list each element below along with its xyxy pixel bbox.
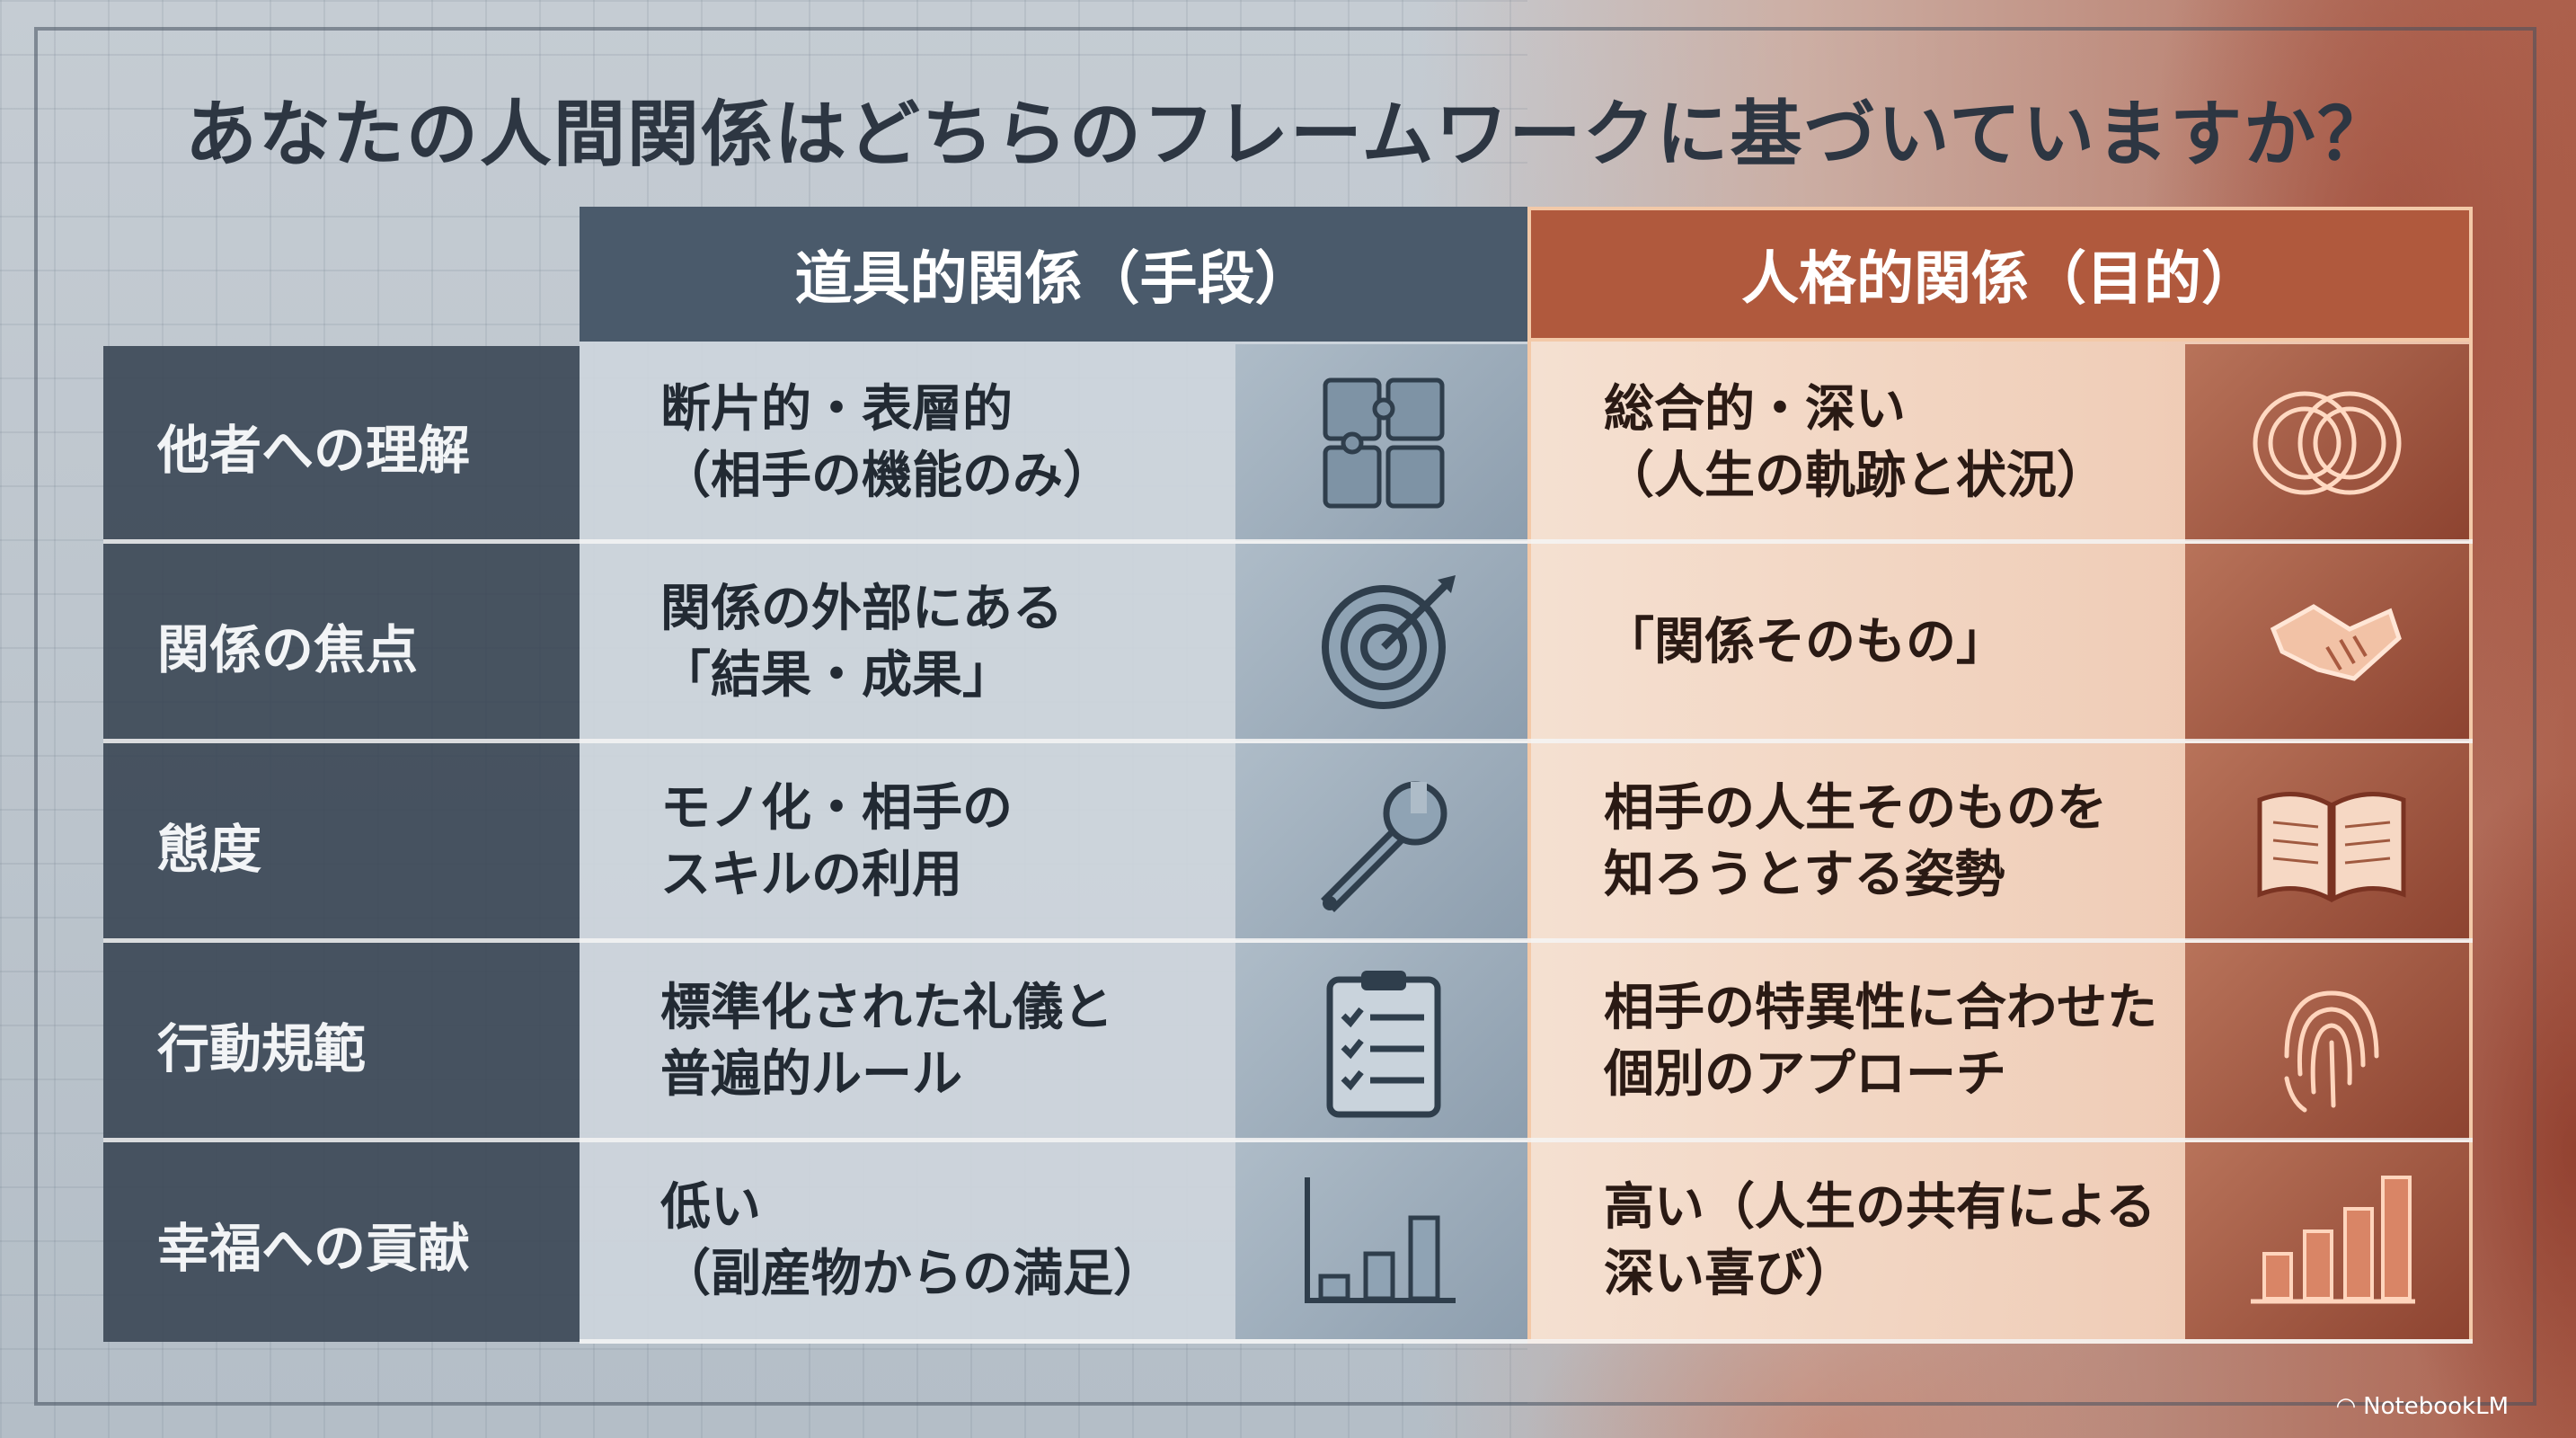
icon-panel xyxy=(2185,943,2469,1140)
overlapping-circles-icon xyxy=(2253,391,2402,495)
outer-frame xyxy=(34,27,2536,1406)
row-label: 行動規範 xyxy=(157,1017,367,1079)
instrumental-cell: 標準化された礼儀と 普遍的ルール xyxy=(660,943,1235,1140)
cell-line: 断片的・表層的 xyxy=(660,379,1013,439)
checklist-icon xyxy=(1326,971,1441,1118)
page-title: あなたの人間関係はどちらのフレームワークに基づいていますか？ xyxy=(184,93,2392,176)
cell-line: 個別のアプローチ xyxy=(1604,1044,2006,1104)
row-label: 幸福への貢献 xyxy=(157,1217,471,1279)
row-label-column xyxy=(103,346,580,1342)
cell-line: 深い喜び） xyxy=(1604,1244,1855,1303)
row-divider xyxy=(103,1138,2473,1142)
cell-line: 標準化された礼儀と xyxy=(660,978,1113,1037)
bar-chart-low-icon xyxy=(1305,1177,1456,1303)
row-divider xyxy=(103,539,2473,544)
instrumental-column-header: 道具的関係（手段） xyxy=(580,207,1527,342)
notebook-logo-icon: ◠ xyxy=(2335,1393,2357,1420)
cell-line: 総合的・深い xyxy=(1604,379,1906,439)
personal-cell: 「関係そのもの」 xyxy=(1604,544,2179,741)
instrumental-cell: モノ化・相手の スキルの利用 xyxy=(660,743,1235,940)
row-divider xyxy=(580,1339,2473,1344)
icon-panel xyxy=(1235,1142,1527,1339)
instrumental-cell: 低い （副産物からの満足） xyxy=(660,1142,1235,1339)
icon-panel xyxy=(2185,344,2469,541)
cell-line: （人生の軌跡と状況） xyxy=(1604,446,2107,505)
cell-line: 高い（人生の共有による xyxy=(1604,1177,2156,1237)
instrumental-cell: 関係の外部にある 「結果・成果」 xyxy=(660,544,1235,741)
row-label: 他者への理解 xyxy=(157,419,471,481)
cell-line: 相手の人生そのものを xyxy=(1604,778,2107,838)
fingerprint-icon xyxy=(2284,990,2379,1113)
row-divider xyxy=(103,938,2473,943)
instrumental-cell: 断片的・表層的 （相手の機能のみ） xyxy=(660,344,1235,541)
brand-mark: ◠ NotebookLM xyxy=(2335,1393,2509,1420)
personal-cell: 相手の人生そのものを 知ろうとする姿勢 xyxy=(1604,743,2179,940)
personal-cell: 高い（人生の共有による 深い喜び） xyxy=(1604,1142,2179,1339)
cell-line: 「関係そのもの」 xyxy=(1604,612,2006,671)
cell-line: 低い xyxy=(660,1177,761,1237)
row-divider xyxy=(103,739,2473,743)
cell-line: （相手の機能のみ） xyxy=(660,446,1113,505)
open-book-icon xyxy=(2257,792,2406,903)
bar-chart-high-icon xyxy=(2251,1176,2415,1304)
row-label: 態度 xyxy=(157,818,262,880)
personal-column-header: 人格的関係（目的） xyxy=(1527,207,2473,342)
row-label: 関係の焦点 xyxy=(157,618,419,680)
personal-cell: 相手の特異性に合わせた 個別のアプローチ xyxy=(1604,943,2179,1140)
cell-line: 「結果・成果」 xyxy=(660,645,1013,705)
cell-line: モノ化・相手の xyxy=(660,778,1013,838)
target-icon xyxy=(1322,575,1456,709)
cell-line: 相手の特異性に合わせた xyxy=(1604,978,2157,1037)
cell-line: スキルの利用 xyxy=(660,845,962,904)
personal-cell: 総合的・深い （人生の軌跡と状況） xyxy=(1604,344,2179,541)
cell-line: 知ろうとする姿勢 xyxy=(1604,845,2005,904)
cell-line: 普遍的ルール xyxy=(660,1044,962,1104)
cell-line: 関係の外部にある xyxy=(660,579,1063,638)
wrench-icon xyxy=(1321,781,1447,912)
puzzle-icon xyxy=(1323,377,1445,509)
cell-line: （副産物からの満足） xyxy=(660,1244,1164,1303)
brand-text: NotebookLM xyxy=(2363,1393,2509,1420)
handshake-icon xyxy=(2270,604,2402,681)
icon-panel xyxy=(1235,344,1527,541)
